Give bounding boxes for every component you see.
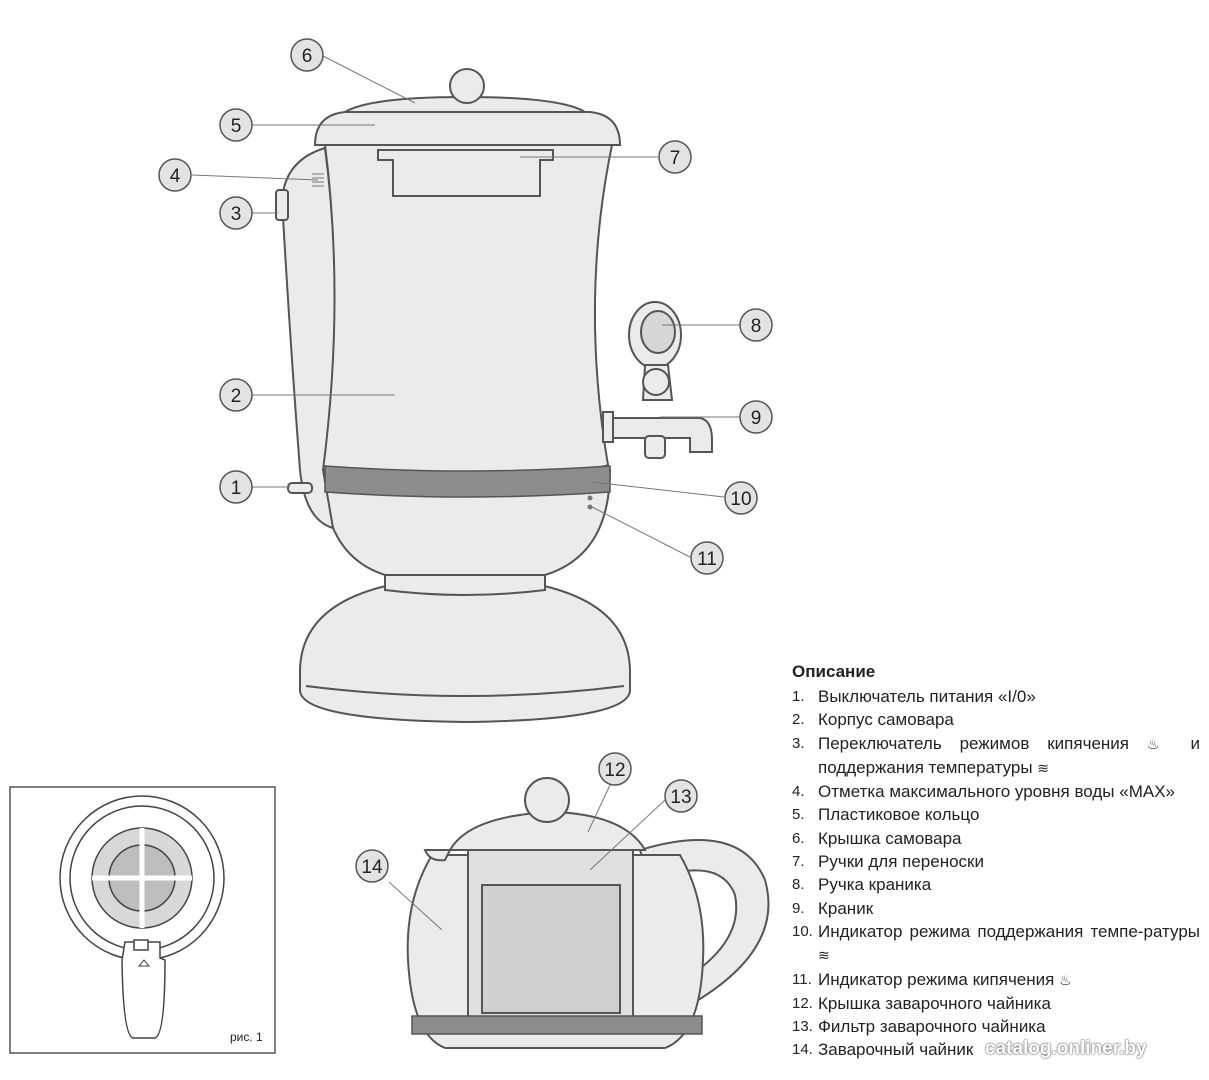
list-item: 1.Выключатель питания «I/0»: [792, 687, 1036, 706]
list-item: 11.Индикатор режима кипячения ♨: [792, 969, 1072, 989]
watermark: catalog.onliner.by: [985, 1038, 1147, 1059]
samovar-lid-ring: [313, 111, 622, 146]
callout-circle-2: [219, 378, 253, 412]
callout-label-12: 12: [604, 760, 625, 781]
samovar-base: [299, 584, 631, 724]
callout-circle-9: [739, 400, 773, 434]
list-item: 4.Отметка максимального уровня воды «MAX…: [792, 782, 1175, 802]
callout-circle-4: [158, 158, 192, 192]
callout-circle-1: [219, 470, 253, 504]
callout-label-3: 3: [231, 204, 242, 225]
callout-label-13: 13: [670, 787, 691, 808]
callout-label-9: 9: [751, 408, 762, 429]
description-title: Описание: [792, 662, 876, 681]
callout-label-5: 5: [231, 116, 242, 137]
keep-warm-icon: ≋: [818, 947, 830, 964]
callout-circle-12: [598, 752, 632, 786]
list-item: 13.Фильтр заварочного чайника: [792, 1017, 1046, 1037]
callout-label-10: 10: [730, 489, 751, 510]
list-item: 12.Крышка заварочного чайника: [792, 993, 1051, 1013]
list-item: 3.Переключатель режимов кипячения ♨ и по…: [792, 733, 1200, 777]
callout-circle-3: [219, 196, 253, 230]
list-item: 9.Краник: [792, 898, 874, 918]
list-item: 7.Ручки для переноски: [792, 852, 984, 872]
callout-label-11: 11: [697, 549, 717, 570]
callout-label-2: 2: [231, 386, 242, 407]
list-item: 6.Крышка самовара: [792, 828, 962, 848]
callout-circle-6: [290, 38, 324, 72]
callout-label-6: 6: [302, 46, 313, 67]
figure-caption: рис. 1: [230, 1030, 263, 1044]
callout-label-7: 7: [670, 148, 681, 169]
callout-label-1: 1: [231, 478, 242, 499]
boil-icon: ♨: [1146, 735, 1173, 752]
list-item: 2.Корпус самовара: [792, 710, 954, 730]
samovar-carry-handle: [377, 149, 554, 197]
callout-circle-11: [690, 541, 724, 575]
figure-1-bottom-view: [9, 786, 276, 1054]
list-item: 14.Заварочный чайник: [792, 1040, 974, 1060]
callout-circle-7: [658, 140, 692, 174]
list-item: 10.Индикатор режима поддержания темпе-ра…: [792, 921, 1200, 964]
list-item: 8.Ручка краника: [792, 875, 932, 895]
callout-label-8: 8: [751, 316, 762, 337]
boil-icon: ♨: [1059, 971, 1072, 988]
callout-circle-5: [219, 108, 253, 142]
description-legend: Описание 1.Выключатель питания «I/0» 2.К…: [792, 660, 1200, 1062]
callout-circle-8: [739, 308, 773, 342]
callout-circle-13: [664, 779, 698, 813]
list-item: 5.Пластиковое кольцо: [792, 805, 980, 825]
callout-label-14: 14: [361, 857, 383, 878]
callout-label-4: 4: [170, 166, 181, 187]
description-list: 1.Выключатель питания «I/0» 2.Корпус сам…: [792, 685, 1200, 1062]
keep-warm-icon: ≋: [1037, 759, 1050, 776]
callout-circle-14: [355, 849, 389, 883]
callout-circle-10: [724, 481, 758, 515]
